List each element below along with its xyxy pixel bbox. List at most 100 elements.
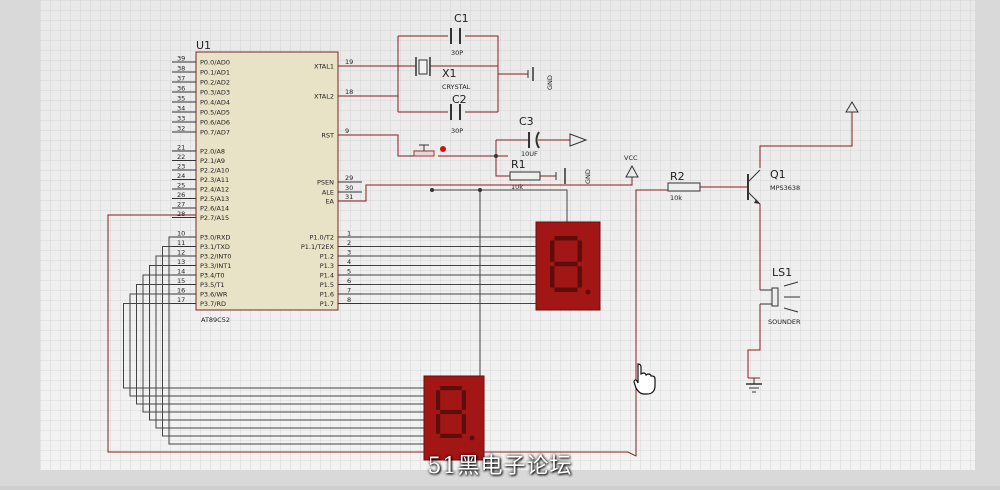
capacitor-c2[interactable]: C2 30P: [450, 93, 467, 135]
segment: [577, 266, 582, 288]
q1-value: MPS3638: [770, 184, 800, 192]
pin-name: EA: [325, 198, 334, 206]
oscillator-wires: [338, 35, 528, 113]
vcc-ea-section: VCC: [338, 154, 639, 202]
pin-number: 39: [177, 55, 185, 63]
c1-ref: C1: [454, 12, 469, 25]
segment: [440, 433, 462, 438]
pin-number: 10: [177, 230, 185, 238]
pin-name: P3.0/RXD: [200, 234, 230, 242]
pin-number: 30: [345, 184, 353, 192]
r1-value: 10k: [511, 183, 523, 191]
ic-right-pins: 19XTAL118XTAL29RST29PSEN30ALE31EA1P1.0/T…: [301, 58, 362, 308]
pin-number: 35: [177, 95, 185, 103]
reset-push-button[interactable]: [408, 144, 446, 157]
pin-number: 27: [177, 201, 185, 209]
ic-body: [195, 51, 339, 311]
crystal-x1[interactable]: X1 CRYSTAL: [415, 57, 471, 91]
pin-number: 15: [177, 277, 185, 285]
gnd-label-osc: GND: [546, 75, 554, 90]
x1-ref: X1: [442, 67, 457, 80]
segment: [550, 240, 555, 262]
pin-number: 29: [345, 174, 353, 182]
p3-bus-wire: [142, 274, 424, 413]
capacitor-c1[interactable]: C1 30P: [450, 12, 469, 57]
seven-segment-display-top[interactable]: 8: [0, 0, 601, 311]
hand-cursor-icon: [633, 363, 656, 395]
pin-number: 8: [347, 296, 351, 304]
p3-bus-wire: [123, 303, 424, 389]
segment: [461, 414, 466, 434]
pin-name: P2.2/A10: [200, 167, 229, 175]
ls1-value: SOUNDER: [768, 318, 801, 326]
pin-number: 24: [177, 172, 185, 180]
pin-name: P3.2/INT0: [200, 253, 231, 261]
resistor-r1[interactable]: R1 10k: [509, 158, 541, 191]
segment: [550, 266, 555, 288]
driver-wires: [700, 112, 853, 379]
pin-name: P1.7: [320, 300, 334, 308]
ls1-ref: LS1: [772, 266, 792, 279]
pin-number: 1: [347, 230, 351, 238]
r2-value: 10k: [670, 194, 682, 202]
p3-bus-wire: [155, 255, 424, 429]
segment: [436, 390, 441, 410]
pin-name: P0.5/AD5: [200, 109, 230, 117]
pin-number: 4: [347, 258, 351, 266]
common-wire: [432, 189, 568, 376]
pin-number: 9: [345, 127, 349, 135]
sounder-ls1[interactable]: LS1 SOUNDER: [760, 266, 801, 326]
seven-segment-display-bottom[interactable]: 8: [0, 0, 485, 461]
pin-number: 28: [177, 210, 185, 218]
c3-ref: C3: [519, 115, 534, 128]
pin-name: P2.1/A9: [200, 157, 225, 165]
pin-number: 25: [177, 182, 185, 190]
c2-ref: C2: [452, 93, 467, 106]
driver-section: R2 10k Q1 MPS3638 LS1 SOUNDER: [667, 101, 859, 393]
pin-number: 31: [345, 193, 353, 201]
capacitor-c3[interactable]: C3 10UF: [519, 115, 540, 158]
r1-ref: R1: [511, 158, 526, 171]
pin-number: 19: [345, 58, 353, 66]
ground-symbol-sounder: [746, 378, 762, 393]
display-top-segments: [550, 236, 591, 295]
pin-name: P0.4/AD4: [200, 99, 230, 107]
segment: [461, 390, 466, 410]
transistor-q1[interactable]: Q1 MPS3638: [747, 168, 800, 205]
p1-data-bus: [362, 236, 536, 304]
pin-name: P1.2: [320, 253, 334, 261]
pin-name: P2.7/A15: [200, 214, 229, 222]
vcc-label: VCC: [624, 154, 638, 162]
pin-number: 7: [347, 287, 351, 295]
pin-name: P1.1/T2EX: [301, 243, 335, 251]
junction-common-1: [430, 188, 434, 192]
pin-number: 12: [177, 249, 185, 257]
pin-number: 26: [177, 191, 185, 199]
pin-name: P0.2/AD2: [200, 79, 230, 87]
reset-wires: [338, 134, 570, 177]
pin-name: P3.1/TXD: [200, 243, 230, 251]
c3-value: 10UF: [521, 150, 538, 158]
pin-number: 17: [177, 296, 185, 304]
watermark-text: 51黑电子论坛: [427, 454, 573, 479]
p3-data-bus: [123, 236, 424, 445]
pin-name: P0.7/AD7: [200, 129, 230, 137]
pin-name: P0.0/AD0: [200, 59, 230, 67]
resistor-r2[interactable]: R2 10k: [667, 170, 701, 202]
pin-name: P2.3/A11: [200, 176, 229, 184]
pin-name: P0.3/AD3: [200, 89, 230, 97]
pin-name: P0.1/AD1: [200, 69, 230, 77]
pin-name: P3.3/INT1: [200, 262, 231, 270]
x1-value: CRYSTAL: [442, 83, 471, 91]
vcc-arrow-c3: [569, 133, 588, 147]
pin-number: 14: [177, 268, 185, 276]
p3-bus-wire: [129, 293, 424, 397]
pin-number: 16: [177, 287, 185, 295]
pin-number: 33: [177, 115, 185, 123]
pin-number: 36: [177, 85, 185, 93]
segment: [440, 386, 462, 391]
q1-ref: Q1: [770, 168, 786, 181]
